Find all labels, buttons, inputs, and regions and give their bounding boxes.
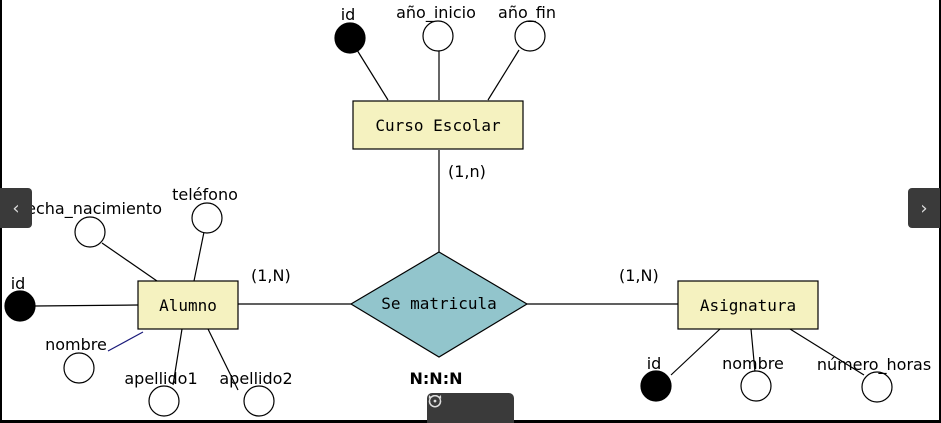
- chevron-right-icon: ›: [920, 197, 928, 219]
- next-button[interactable]: ›: [908, 188, 940, 228]
- attr-alumno-apellido2-label: apellido2: [219, 369, 292, 388]
- viewer-toolbar: [427, 393, 514, 423]
- rotate-right-icon: [428, 394, 442, 408]
- attr-alumno-id-key: [4, 290, 36, 322]
- attr-curso-id-label: id: [341, 5, 356, 24]
- entity-alumno: [137, 280, 239, 330]
- relationship-se-matricula: [349, 251, 529, 358]
- attr-alumno-telefono: [191, 202, 223, 234]
- cardinality-alumno: (1,N): [251, 266, 291, 285]
- attr-alumno-telefono-label: teléfono: [172, 185, 238, 204]
- relationship-label: Se matricula: [381, 294, 497, 313]
- attr-curso-fin-label: año_fin: [498, 3, 556, 23]
- attr-alumno-nombre-label: nombre: [45, 335, 107, 354]
- nombre-connector: [107, 331, 144, 352]
- chevron-left-icon: ‹: [12, 197, 20, 219]
- attr-asignatura-id-key: [640, 370, 672, 402]
- relationship-type: N:N:N: [410, 369, 463, 388]
- connector-lines: [34, 49, 865, 391]
- entity-curso-label: Curso Escolar: [375, 116, 501, 135]
- rotate-right-button[interactable]: [428, 394, 503, 419]
- attr-alumno-apellido2: [243, 385, 275, 417]
- entity-alumno-label: Alumno: [159, 296, 217, 315]
- entity-curso-escolar: [352, 100, 524, 150]
- attr-curso-fin: [514, 20, 546, 52]
- attr-curso-inicio-label: año_inicio: [396, 3, 476, 23]
- attr-asignatura-nombre-label: nombre: [722, 354, 784, 373]
- attr-alumno-fecha: [74, 216, 106, 248]
- attr-alumno-nombre: [63, 352, 95, 384]
- cardinality-curso: (1,n): [448, 162, 486, 181]
- attr-asignatura-nombre: [740, 370, 772, 402]
- attr-asignatura-horas-label: número_horas: [817, 355, 931, 375]
- attr-asignatura-horas: [861, 371, 893, 403]
- cardinality-asignatura: (1,N): [619, 266, 659, 285]
- attr-asignatura-id-label: id: [647, 354, 662, 373]
- attr-alumno-apellido1: [148, 385, 180, 417]
- attr-curso-inicio: [422, 20, 454, 52]
- previous-button[interactable]: ‹: [0, 188, 32, 228]
- entity-asignatura: [677, 280, 819, 330]
- attr-curso-id-key: [334, 22, 366, 54]
- entity-asignatura-label: Asignatura: [700, 296, 796, 315]
- attr-alumno-id-label: id: [11, 274, 26, 293]
- attr-alumno-fecha-label: echa_nacimiento: [26, 199, 162, 219]
- attr-alumno-apellido1-label: apellido1: [124, 369, 197, 388]
